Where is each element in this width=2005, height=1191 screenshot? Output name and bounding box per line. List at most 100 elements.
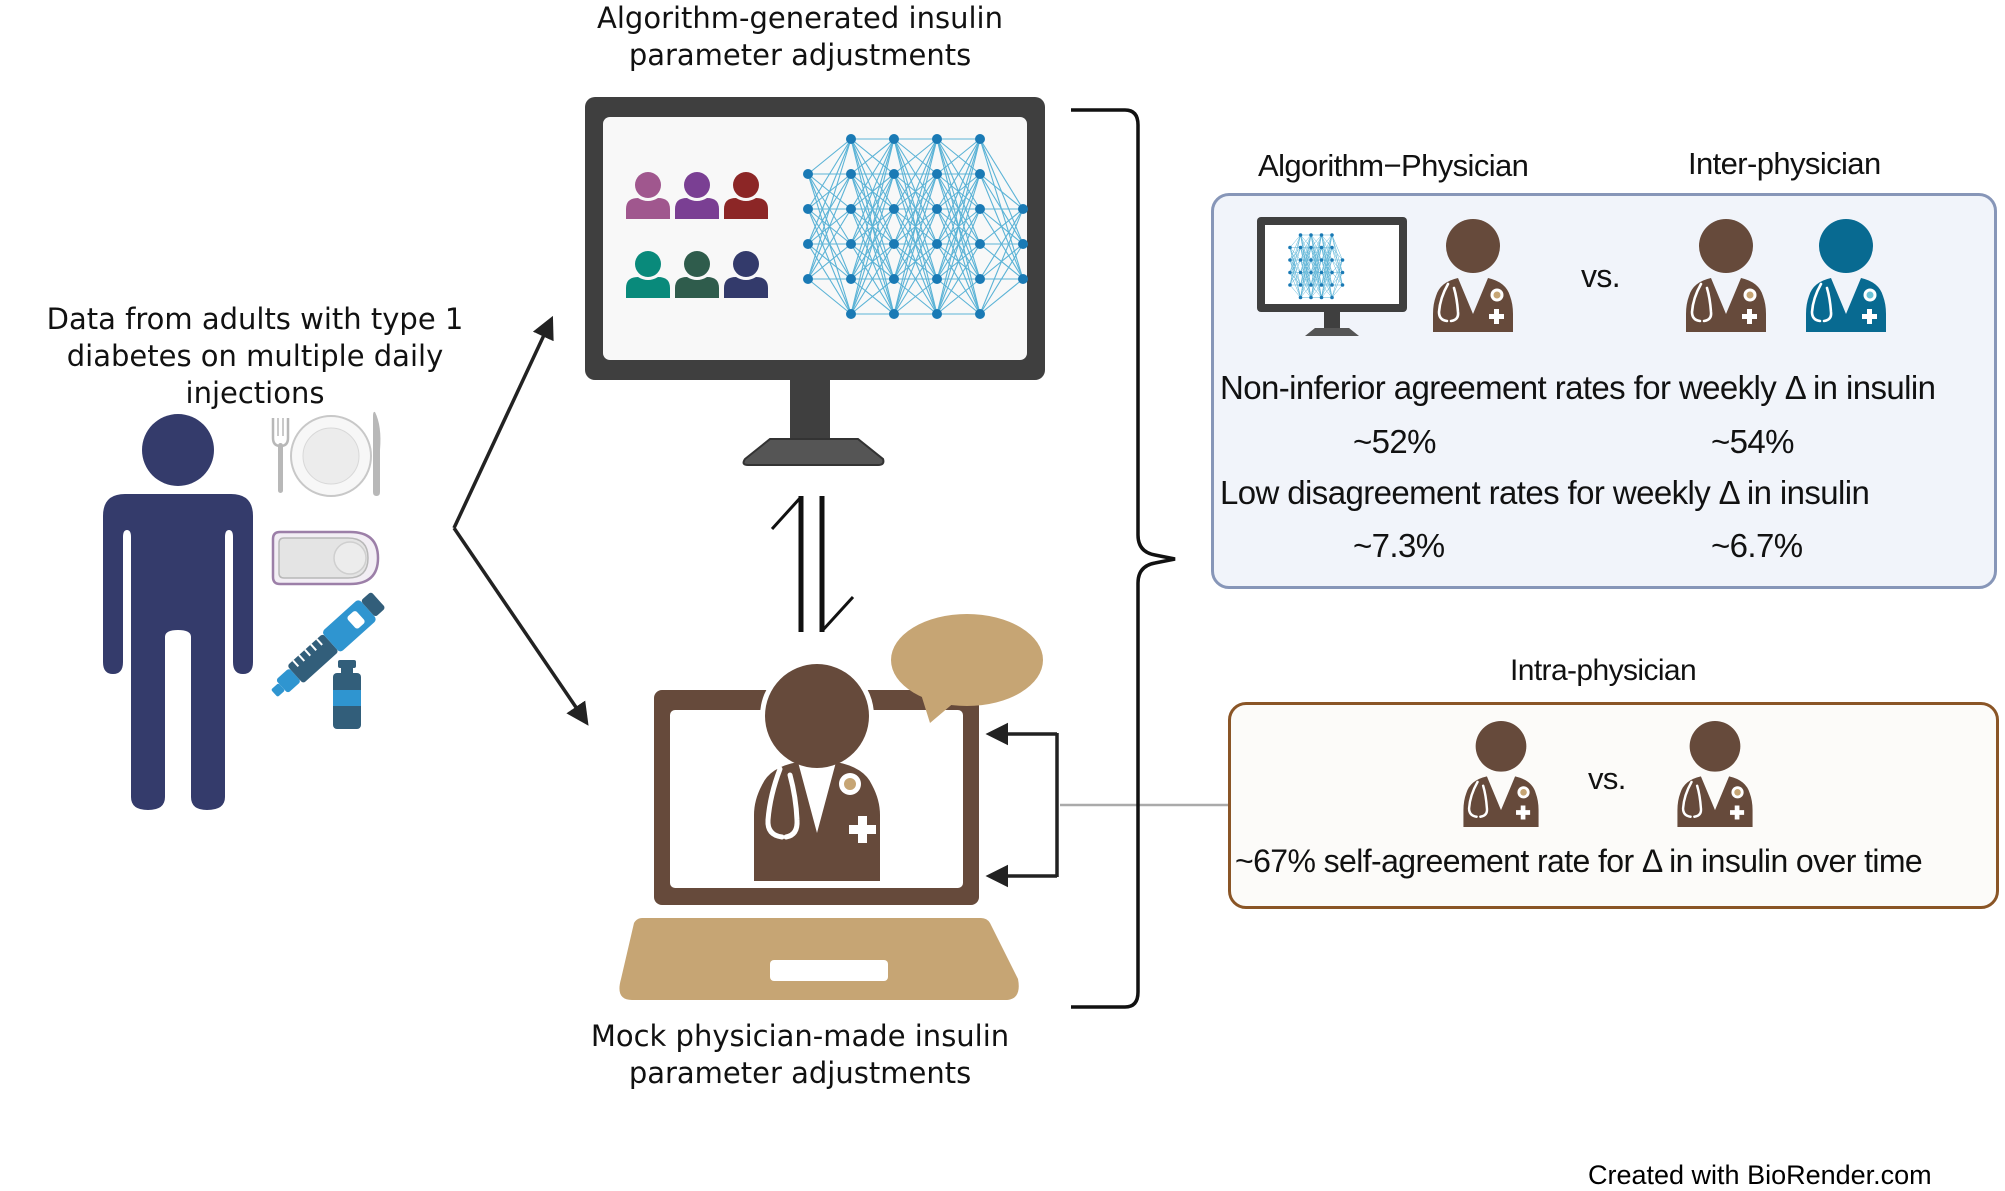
network-node (1298, 270, 1303, 275)
network-node (1298, 258, 1303, 262)
network-node (1330, 245, 1334, 250)
network-node (1018, 239, 1028, 249)
network-node (846, 274, 856, 284)
vs-label-intra: vs. (1588, 761, 1626, 796)
arrow-to-algorithm (452, 315, 554, 529)
network-node (1340, 258, 1345, 262)
network-node (1309, 283, 1313, 287)
network-node (1340, 283, 1345, 287)
vs-label-comparison: vs. (1581, 258, 1621, 294)
insulin-pen-icon (271, 592, 385, 697)
patient-data-caption-line2: diabetes on multiple daily injections (66, 339, 444, 410)
network-node (889, 309, 899, 319)
network-node (1330, 233, 1334, 237)
disagreement-rates-label: Low disagreement rates for weekly Δ in i… (1220, 474, 1870, 511)
network-node (889, 204, 899, 214)
network-node (803, 274, 813, 284)
algorithm-monitor-icon (585, 97, 1045, 466)
plate-cutlery-icon (271, 411, 381, 497)
patient-icon (724, 251, 768, 298)
network-node (1319, 270, 1324, 275)
network-node (975, 239, 985, 249)
knife-icon (373, 411, 381, 496)
neural-network-icon (803, 134, 1028, 319)
network-node (846, 169, 856, 179)
network-node (1309, 233, 1313, 237)
physician-title-line1: Mock physician-made insulin (590, 1019, 1010, 1053)
patient-icon (626, 251, 670, 298)
network-node (1288, 245, 1292, 250)
equilibrium-arrows-icon (770, 495, 855, 633)
network-node (1298, 283, 1303, 287)
network-node (1319, 233, 1324, 237)
algorithm-title-line2: parameter adjustments (628, 38, 972, 72)
network-node (1340, 270, 1345, 275)
curly-brace (1071, 108, 1176, 1009)
patient-data-caption: Data from adults with type 1 diabetes on… (0, 301, 510, 412)
agreement-inter-value: ~54% (1711, 423, 1795, 460)
network-node (1330, 283, 1334, 287)
disagreement-inter-value: ~6.7% (1711, 527, 1803, 564)
network-node (889, 134, 899, 144)
network-node (1330, 295, 1334, 300)
network-node (1288, 270, 1292, 275)
network-node (975, 169, 985, 179)
network-node (1298, 295, 1303, 300)
network-edges (1289, 234, 1343, 298)
network-node (1298, 233, 1303, 237)
network-node (846, 239, 856, 249)
patient-group-icons (626, 172, 768, 298)
fork-icon (271, 418, 290, 493)
network-node (932, 274, 942, 284)
network-node (1319, 295, 1324, 300)
glucose-sensor-icon (271, 530, 380, 586)
doctor-brown-icon (1677, 720, 1753, 828)
doctor-brown-icon (1463, 720, 1539, 828)
network-node (889, 274, 899, 284)
network-node (975, 204, 985, 214)
network-node (846, 309, 856, 319)
patient-icon (675, 251, 719, 298)
network-node (975, 309, 985, 319)
header-intra-physician: Intra-physician (1510, 654, 1697, 687)
biorender-credit: Created with BioRender.com (1588, 1160, 1932, 1190)
header-algorithm-physician: Algorithm−Physician (1258, 148, 1529, 183)
network-node (1319, 245, 1324, 250)
network-node (1288, 283, 1292, 287)
network-node (889, 169, 899, 179)
network-node (975, 134, 985, 144)
network-node (1018, 204, 1028, 214)
network-node (1319, 283, 1324, 287)
algorithm-title: Algorithm-generated insulin parameter ad… (560, 0, 1040, 74)
network-node (1309, 270, 1313, 275)
arrow-to-physician (452, 527, 589, 726)
network-node (932, 169, 942, 179)
network-edges (807, 138, 1024, 315)
network-node (889, 239, 899, 249)
patient-icon (675, 172, 719, 219)
network-node (1309, 295, 1313, 300)
disagreement-algorithm-value: ~7.3% (1353, 527, 1445, 564)
patient-data-caption-line1: Data from adults with type 1 (46, 302, 464, 336)
doctor-brown-icon (1433, 219, 1513, 332)
mini-monitor-icon (1257, 217, 1407, 336)
network-node (1298, 245, 1303, 250)
doctor-brown-icon (1686, 219, 1766, 332)
patient-icon (724, 172, 768, 219)
physician-title: Mock physician-made insulin parameter ad… (560, 1018, 1040, 1092)
self-agreement-summary: ~67% self-agreement rate for Δ in insuli… (1235, 843, 1923, 879)
network-node (1018, 274, 1028, 284)
physician-title-line2: parameter adjustments (628, 1056, 972, 1090)
network-node (932, 309, 942, 319)
network-node (932, 134, 942, 144)
agreement-algorithm-value: ~52% (1353, 423, 1437, 460)
header-inter-physician: Inter-physician (1688, 146, 1881, 181)
physician-avatar-icon (754, 659, 880, 881)
algorithm-title-line1: Algorithm-generated insulin (597, 1, 1003, 35)
network-node (803, 169, 813, 179)
patient-icon (626, 172, 670, 219)
repeat-loop-arrows (985, 722, 1059, 888)
network-node (1288, 258, 1292, 262)
speech-bubble-icon (891, 614, 1043, 723)
network-node (803, 204, 813, 214)
